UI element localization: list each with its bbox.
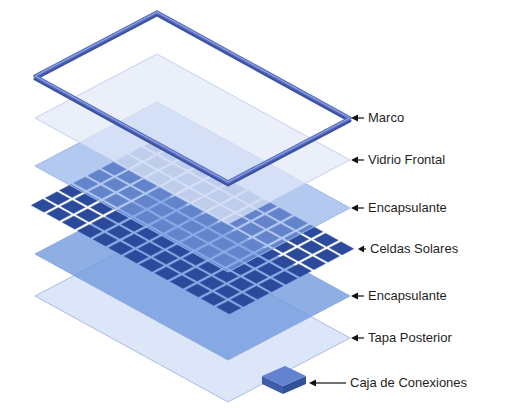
layer-label: Marco	[368, 110, 404, 126]
layer-label: Caja de Conexiones	[350, 375, 467, 391]
front-glass	[35, 54, 350, 224]
solar-cell	[314, 233, 339, 246]
junction-box-top	[262, 366, 306, 386]
layer-label: Encapsulante	[368, 288, 447, 304]
leader-arrowhead	[351, 205, 358, 212]
leader-arrowhead	[351, 115, 358, 122]
solar-cell	[329, 242, 354, 255]
leader-arrowhead	[351, 293, 358, 300]
layer-label: Encapsulante	[368, 200, 447, 216]
layer-label: Vidrio Frontal	[368, 152, 445, 168]
frame-highlight	[35, 12, 350, 182]
leader-arrowhead	[351, 157, 358, 164]
layer-label: Tapa Posterior	[368, 330, 452, 346]
leader-arrowhead	[358, 246, 364, 253]
leader-line	[314, 382, 346, 383]
aluminium-frame	[35, 12, 350, 182]
leader-arrowhead	[351, 335, 358, 342]
layer-label: Celdas Solares	[370, 241, 458, 257]
leader-arrowhead	[309, 380, 316, 387]
